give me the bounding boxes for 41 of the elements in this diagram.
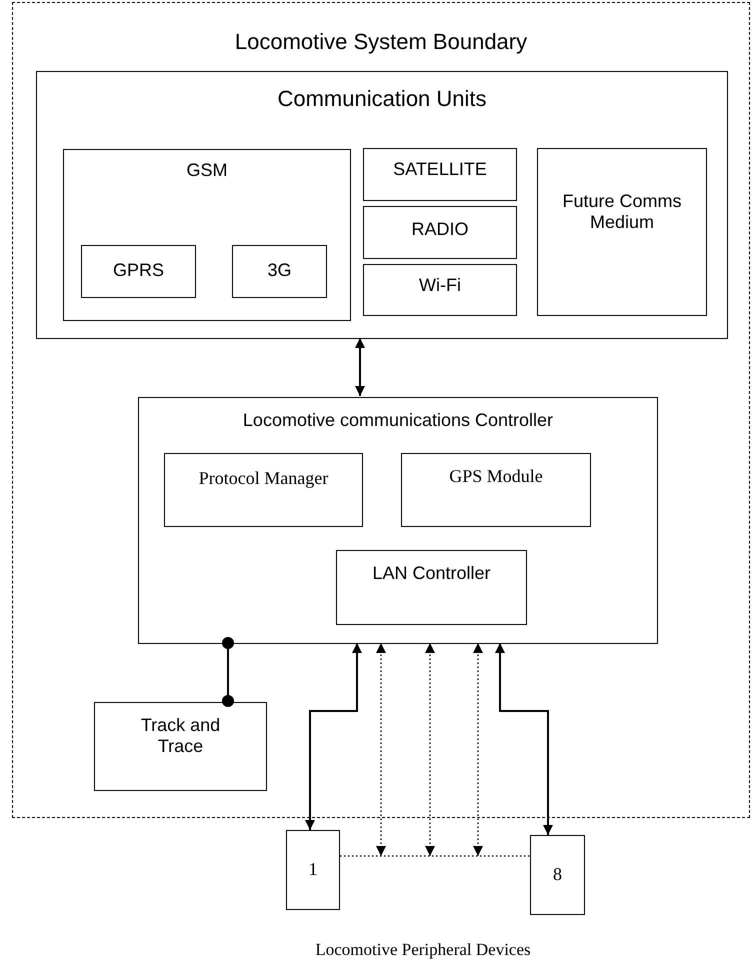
arrow — [425, 643, 435, 856]
box-label: GPS Module — [448, 466, 544, 487]
box-label: LAN Controller — [371, 563, 492, 584]
connector-line — [222, 637, 234, 707]
box-label: 3G — [266, 260, 292, 281]
box-label: Future Comms Medium — [561, 191, 683, 232]
arrow — [355, 338, 365, 396]
group-box — [36, 71, 728, 339]
process-box — [363, 264, 517, 316]
device-number: 8 — [552, 864, 563, 885]
device-box — [530, 835, 585, 915]
group-title: Locomotive System Boundary — [234, 29, 528, 54]
caption-label: Locomotive Peripheral Devices — [315, 940, 531, 960]
group-title: Locomotive communications Controller — [242, 410, 554, 431]
box-label: RADIO — [410, 219, 470, 240]
process-box — [537, 148, 707, 316]
process-box — [81, 245, 196, 298]
box-label: Protocol Manager — [198, 468, 330, 489]
arrow — [376, 643, 386, 856]
process-box — [164, 453, 363, 527]
process-box — [363, 148, 517, 201]
system-boundary — [12, 2, 750, 818]
device-box — [286, 830, 340, 910]
group-title: Communication Units — [276, 86, 488, 112]
arrow — [305, 643, 362, 830]
bus-line — [340, 855, 530, 857]
process-box — [363, 206, 517, 259]
box-label: Track and Trace — [140, 715, 222, 756]
process-box — [336, 550, 527, 625]
box-label: SATELLITE — [392, 159, 488, 180]
device-number: 1 — [308, 859, 318, 880]
arrow — [473, 643, 483, 856]
arrow — [495, 643, 553, 835]
group-box — [138, 397, 658, 644]
process-box — [401, 453, 591, 527]
group-box — [63, 149, 351, 321]
process-box — [94, 702, 267, 791]
box-label: Wi-Fi — [418, 275, 462, 296]
box-label: GPRS — [112, 260, 165, 281]
process-box — [232, 245, 327, 298]
group-title: GSM — [185, 160, 228, 181]
